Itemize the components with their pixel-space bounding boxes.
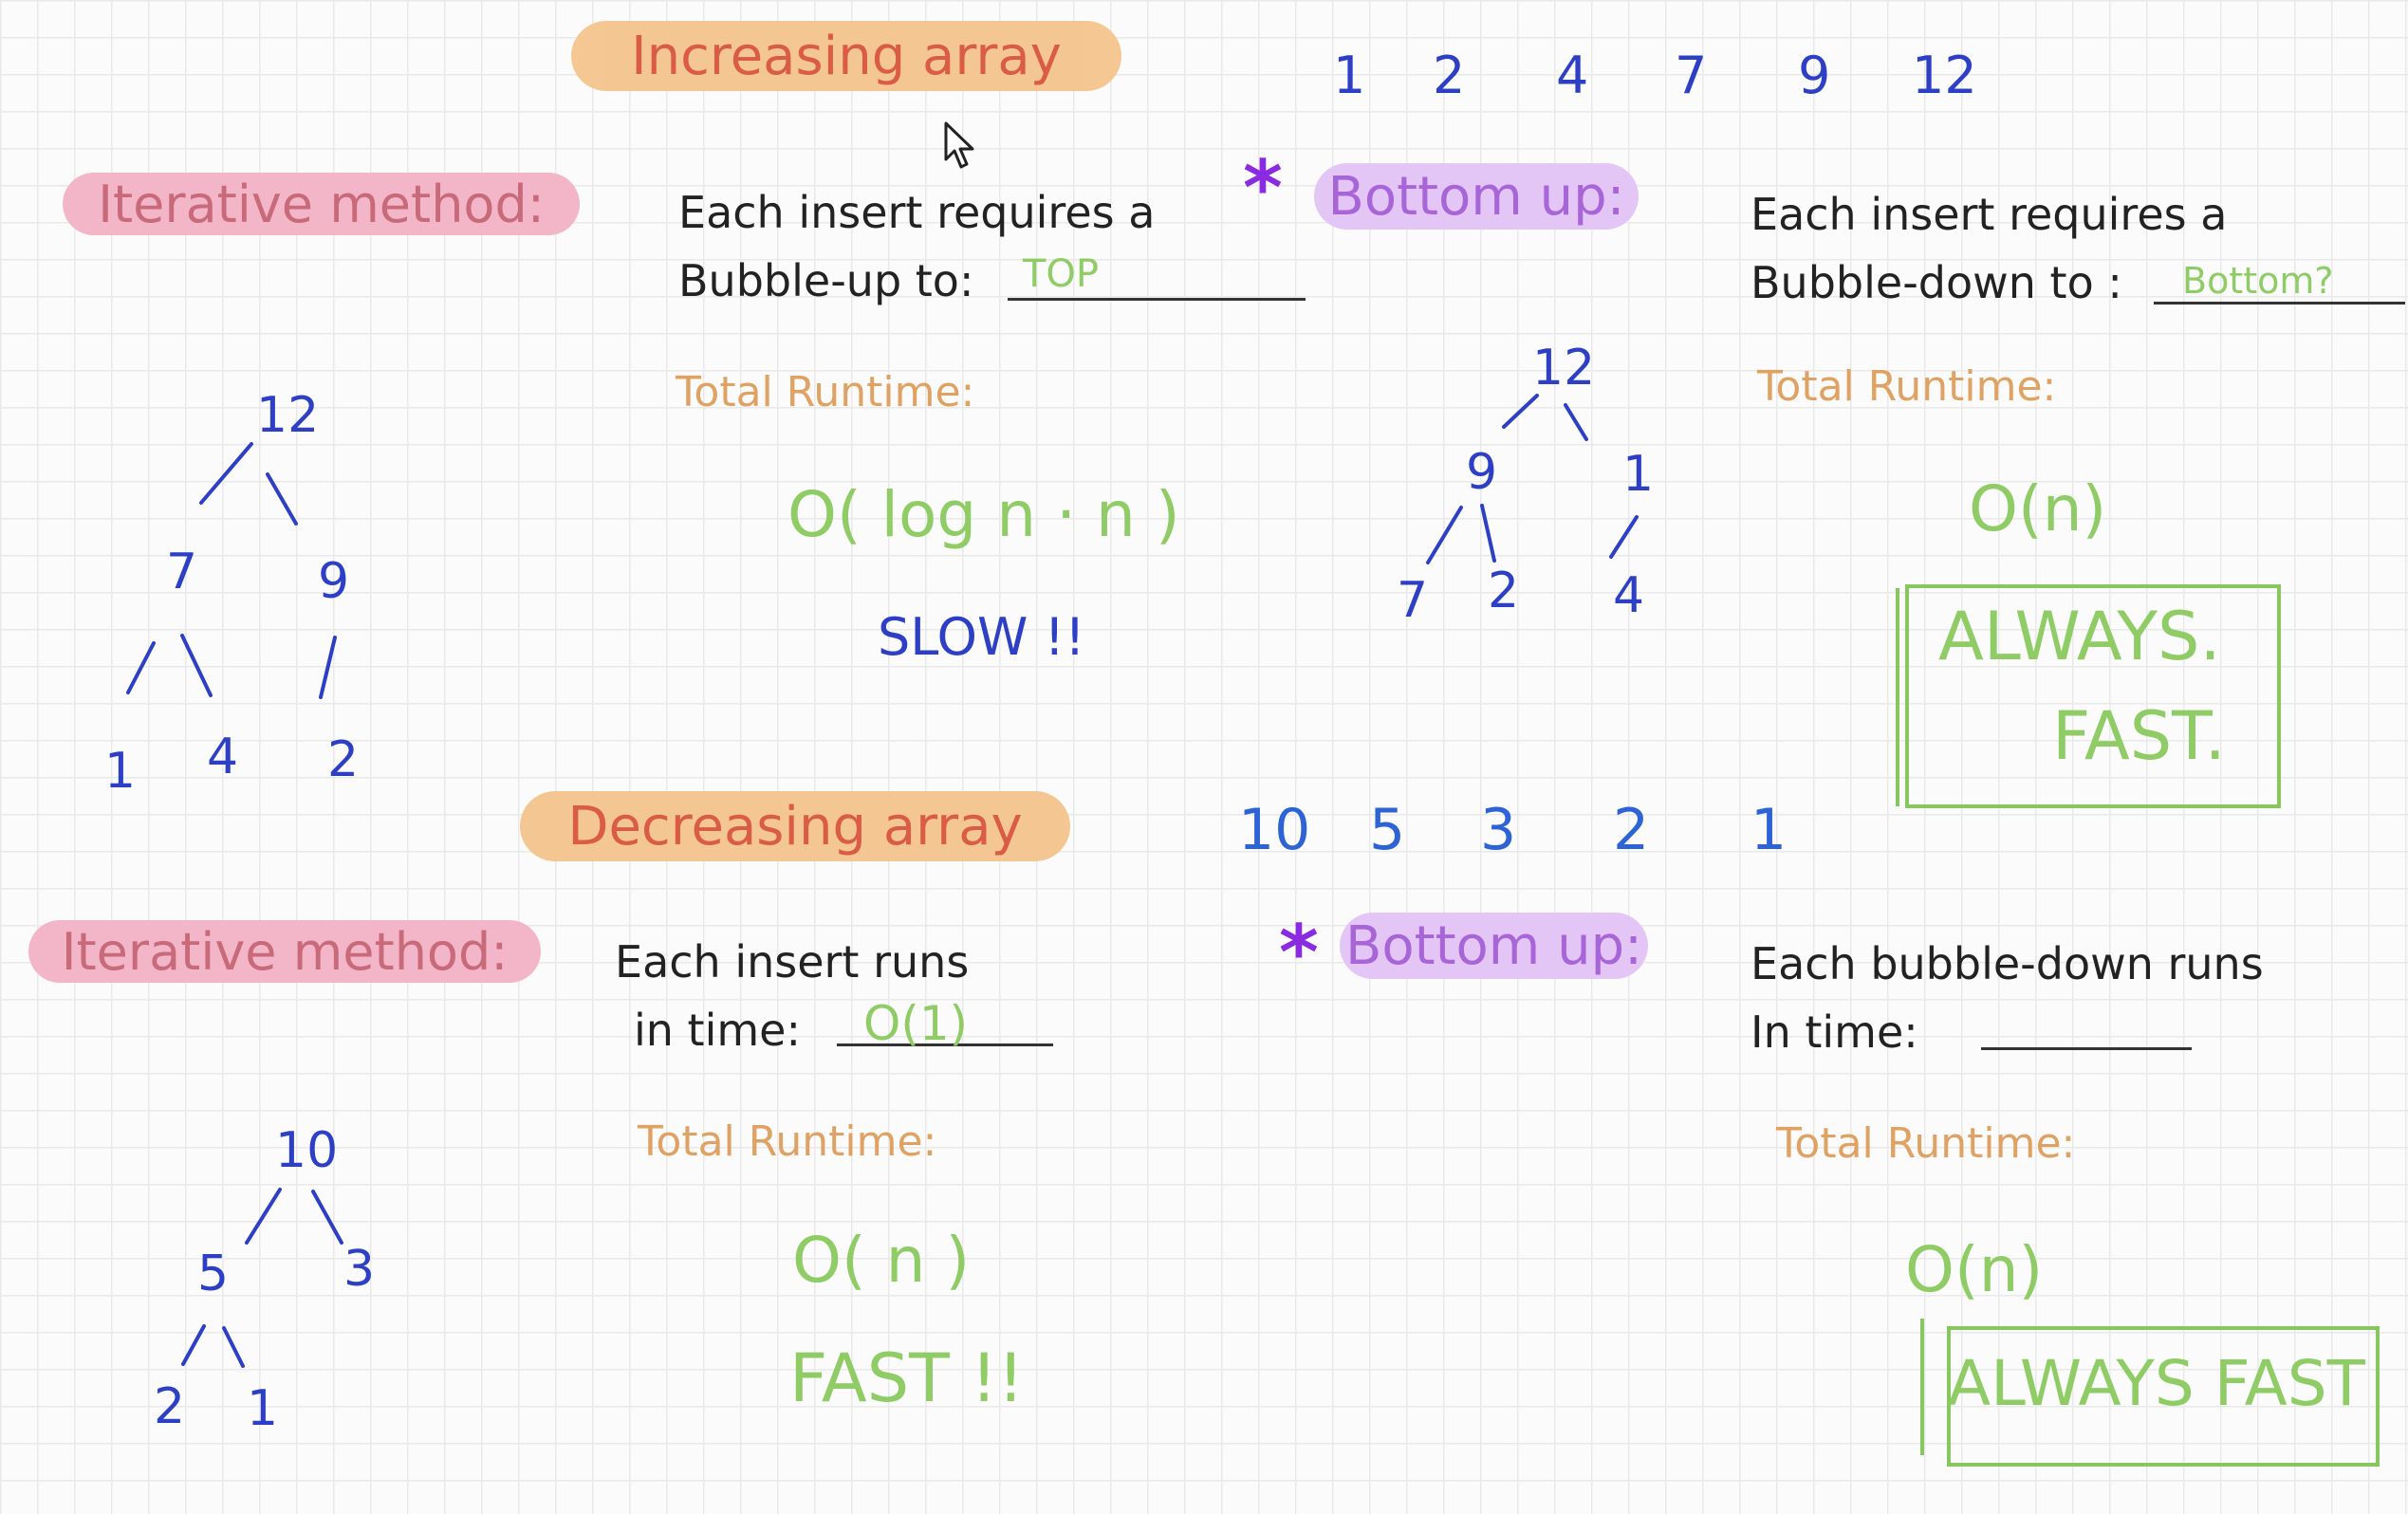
tree-node: 2: [154, 1378, 185, 1435]
tree-node: 1: [1622, 446, 1654, 503]
answer-underline: [2154, 302, 2405, 305]
bottom-up-heap-tree-increasing: 12 9 1 7 2 4: [1397, 340, 1654, 629]
array-value: 3: [1480, 797, 1517, 863]
array-value: 1: [1333, 46, 1366, 105]
iterative-method-label: Iterative method:: [98, 174, 545, 234]
tree-node: 4: [207, 729, 238, 785]
tree-node: 1: [247, 1380, 278, 1437]
tree-edge: [266, 472, 298, 526]
iterative-method-heading: Iterative method:: [28, 920, 541, 983]
iterative-insert-text-2: Bubble-up to:: [678, 255, 974, 306]
always-fast-box: [1947, 1326, 2380, 1467]
tree-node: 9: [318, 553, 349, 610]
tree-edge: [180, 634, 213, 697]
asterisk-icon: *: [1243, 144, 1283, 232]
tree-node: 12: [256, 387, 319, 444]
tree-edge: [126, 641, 156, 694]
tree-node: 1: [104, 743, 136, 800]
tree-node: 12: [1532, 340, 1595, 397]
tree-edge: [181, 1324, 206, 1366]
array-value: 5: [1369, 797, 1406, 863]
always-fast-text: ALWAYS FAST: [1948, 1347, 2365, 1420]
runtime-value: O( n ): [792, 1224, 971, 1297]
always-fast-line-1: ALWAYS.: [1938, 598, 2221, 675]
iterative-method-heading: Iterative method:: [63, 173, 580, 235]
asterisk-icon: *: [1279, 909, 1319, 997]
array-value: 2: [1433, 46, 1466, 105]
tree-edge: [199, 442, 253, 505]
runtime-value: O( log n · n ): [787, 478, 1180, 551]
tree-edge: [1480, 504, 1496, 563]
array-value: 1: [1750, 797, 1787, 863]
insert-time-answer: O(1): [863, 996, 969, 1051]
always-fast-line-2: FAST.: [2052, 697, 2226, 775]
tree-edge: [222, 1326, 245, 1368]
answer-underline: [1008, 298, 1306, 301]
iterative-method-label: Iterative method:: [61, 921, 509, 982]
tree-edge: [1609, 515, 1639, 559]
answer-underline: [837, 1043, 1053, 1046]
bottom-up-label: Bottom up:: [1327, 165, 1625, 228]
fast-note: FAST !!: [789, 1339, 1025, 1417]
tree-edge: [319, 636, 337, 699]
bubble-down-answer: Bottom?: [2182, 260, 2334, 302]
array-value: 7: [1675, 46, 1708, 105]
bottom-up-label: Bottom up:: [1344, 914, 1643, 977]
tree-edge: [1502, 394, 1539, 429]
box-bar: [1896, 588, 1899, 806]
iterative-heap-tree-decreasing: 10 5 3 2 1: [154, 1122, 375, 1437]
iterative-insert-text-1: Each insert requires a: [678, 187, 1156, 238]
bottom-up-runs-text-2: In time:: [1750, 1006, 1918, 1058]
total-runtime-label: Total Runtime:: [676, 368, 975, 416]
total-runtime-label: Total Runtime:: [638, 1117, 937, 1166]
array-value: 12: [1912, 46, 1977, 105]
slow-note: SLOW !!: [878, 607, 1085, 667]
iterative-runs-text-1: Each insert runs: [615, 936, 970, 988]
runtime-value: O(n): [1969, 472, 2107, 545]
tree-node: 4: [1613, 567, 1644, 624]
tree-node: 2: [1488, 563, 1519, 619]
array-value: 4: [1556, 46, 1589, 105]
array-value: 9: [1798, 46, 1831, 105]
runtime-value: O(n): [1905, 1233, 2044, 1306]
tree-node: 3: [343, 1241, 375, 1298]
bottom-up-heading: Bottom up:: [1314, 163, 1639, 230]
bottom-up-insert-text-2: Bubble-down to :: [1750, 257, 2122, 308]
array-value: 2: [1613, 797, 1650, 863]
increasing-array-title: Increasing array: [631, 25, 1062, 87]
tree-node: 9: [1466, 444, 1497, 501]
tree-node: 10: [275, 1122, 338, 1179]
bubble-up-answer: TOP: [1023, 252, 1100, 296]
total-runtime-label: Total Runtime:: [1757, 362, 2057, 411]
mouse-pointer-icon: [944, 121, 974, 169]
tree-node: 2: [327, 731, 359, 788]
answer-underline: [1981, 1047, 2192, 1050]
total-runtime-label: Total Runtime:: [1776, 1119, 2076, 1168]
tree-node: 7: [1397, 572, 1428, 629]
tree-edge: [1426, 506, 1463, 564]
iterative-runs-text-2: in time:: [634, 1005, 801, 1056]
array-value: 10: [1238, 797, 1311, 863]
tree-node: 5: [197, 1246, 229, 1302]
box-bar: [1920, 1319, 1924, 1455]
always-fast-box: [1905, 584, 2281, 808]
iterative-heap-tree-increasing: 12 7 9 1 4 2: [104, 387, 359, 800]
bottom-up-insert-text-1: Each insert requires a: [1750, 189, 2228, 240]
tree-edge: [245, 1188, 282, 1245]
bottom-up-heading: Bottom up:: [1340, 913, 1648, 979]
decreasing-array-heading: Decreasing array: [520, 791, 1070, 861]
decreasing-array-title: Decreasing array: [567, 795, 1023, 858]
bottom-up-runs-text-1: Each bubble-down runs: [1750, 938, 2264, 989]
tree-node: 7: [166, 544, 197, 600]
increasing-array-heading: Increasing array: [571, 21, 1121, 91]
tree-edge: [311, 1190, 343, 1245]
tree-edge: [1564, 403, 1588, 441]
